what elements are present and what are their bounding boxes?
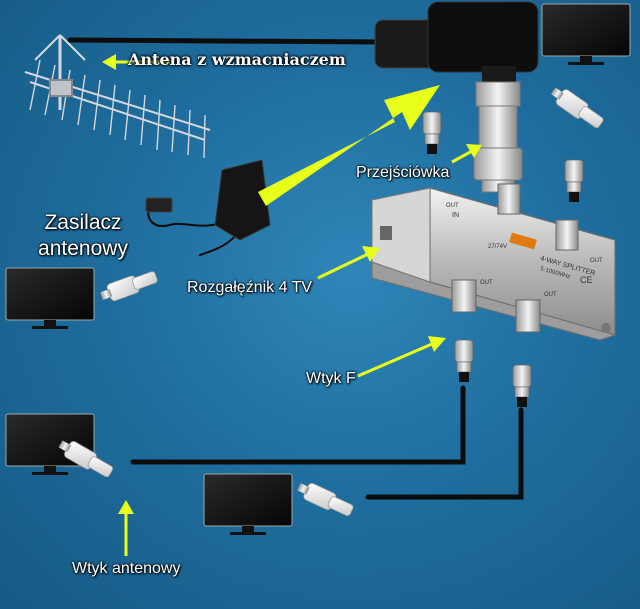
tv-plug-label: Wtyk antenowy [72, 560, 181, 577]
splitter-body [371, 183, 617, 341]
splitter-out-label-3: OUT [544, 292, 557, 298]
power-supply [145, 159, 271, 241]
splitter-label: Rozgałęźnik 4 TV [187, 279, 313, 296]
tv-cable-1 [130, 385, 466, 465]
tv-cable-2 [365, 407, 524, 500]
splitter-out-label-1: OUT [446, 203, 459, 209]
cables [67, 37, 524, 500]
antenna-cable [67, 37, 383, 45]
splitter-out-label-4: OUT [590, 258, 603, 264]
adapter [473, 81, 523, 193]
arrow-f-plug [357, 342, 433, 378]
power-supply-label: Zasilacz antenowy [28, 210, 138, 262]
arrow-antenna-to-adapter [258, 85, 440, 206]
splitter-out-label-2: OUT [480, 280, 493, 286]
psu-wire [147, 204, 236, 227]
adapter-label: Przejściówka [356, 164, 450, 181]
antenna-plug [374, 1, 539, 86]
power-supply-label-line1: Zasilacz [44, 211, 122, 234]
arrow-splitter [317, 252, 369, 280]
f-connector-label: Wtyk F [306, 370, 356, 387]
splitter-voltage: 27/74V [488, 244, 507, 250]
splitter-in-label: IN [452, 212, 459, 219]
arrows [102, 54, 482, 556]
antenna [24, 34, 211, 159]
power-supply-label-line2: antenowy [38, 237, 128, 260]
splitter-ce-mark: CE [580, 275, 593, 285]
arrow-adapter [451, 148, 475, 164]
antenna-label: Antena z wzmacniaczem [128, 50, 346, 69]
